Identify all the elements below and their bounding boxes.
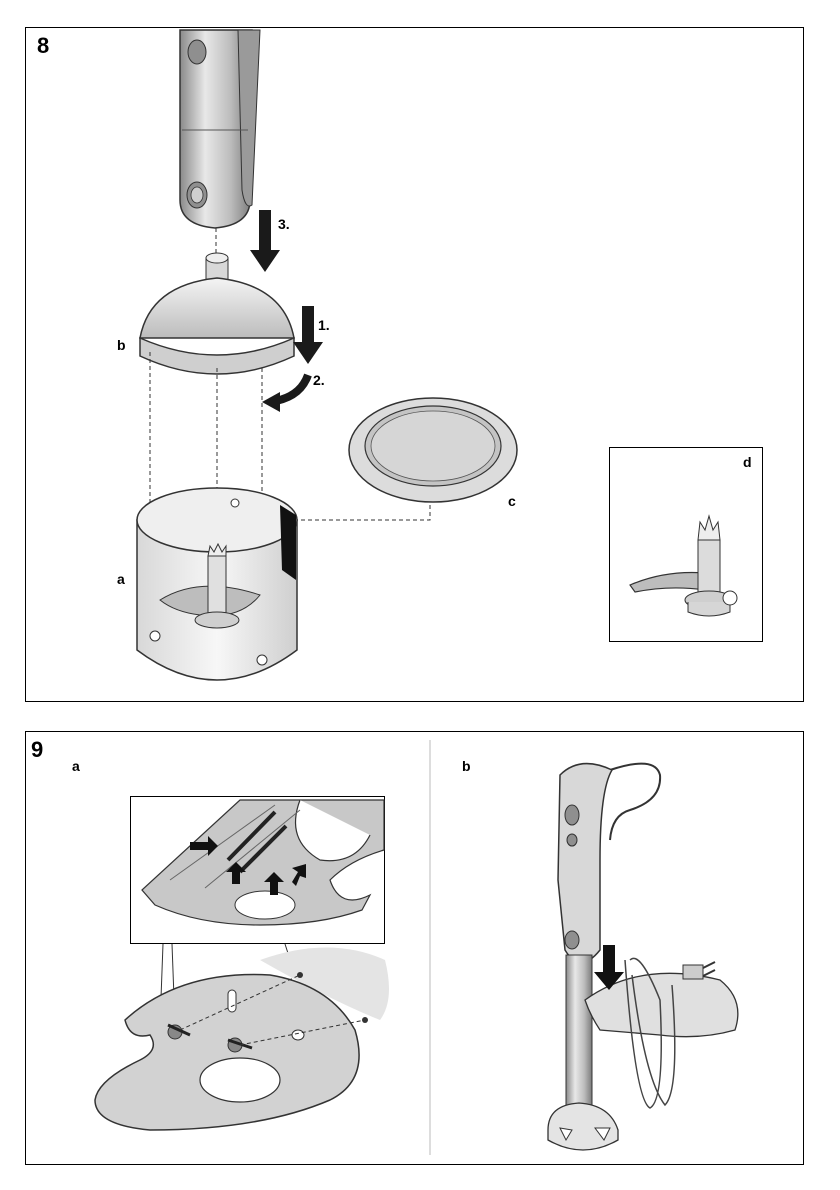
drill-hole	[362, 1017, 368, 1023]
label-9a: a	[72, 758, 80, 774]
label-9b: b	[462, 758, 471, 774]
wall-holder-underside	[142, 800, 384, 925]
drill-hole	[297, 972, 303, 978]
wall-holder	[95, 948, 389, 1131]
blender-in-holder	[548, 764, 738, 1150]
